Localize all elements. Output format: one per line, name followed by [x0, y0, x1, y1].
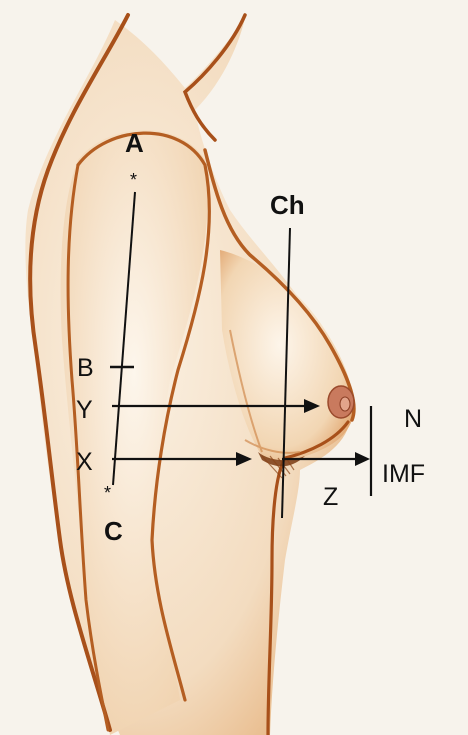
star-a: * — [130, 170, 137, 190]
label-n: N — [404, 405, 422, 433]
star-c: * — [104, 483, 111, 503]
nipple — [340, 397, 350, 411]
label-y: Y — [76, 396, 93, 424]
label-ch: Ch — [270, 190, 305, 220]
label-b: B — [77, 354, 94, 382]
label-z: Z — [323, 483, 338, 511]
label-imf: IMF — [382, 460, 425, 488]
label-x: X — [76, 448, 93, 476]
label-a: A — [125, 128, 144, 158]
label-c: C — [104, 516, 123, 546]
